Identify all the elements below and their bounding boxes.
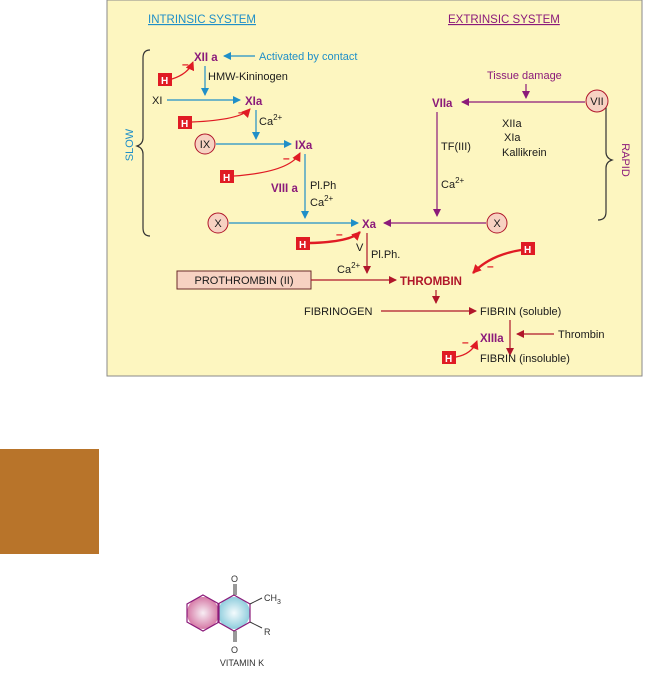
- calcium-label: Ca2+: [310, 194, 334, 209]
- vitamin-k-structure: [186, 584, 263, 642]
- slow-label: SLOW: [124, 128, 136, 161]
- factor-vii: VII: [590, 96, 603, 108]
- inhibitor-badge: [220, 170, 234, 183]
- calcium-label: Ca2+: [441, 176, 465, 191]
- fibrinogen: FIBRINOGEN: [304, 306, 373, 318]
- methyl-group: CH3: [264, 593, 281, 606]
- thrombin: THROMBIN: [400, 276, 462, 288]
- inhibitor-badge: [178, 116, 192, 129]
- factor-viia: VIIa: [432, 98, 453, 110]
- inhibitor-badge: [296, 237, 310, 250]
- activator-list-item: XIa: [504, 132, 521, 144]
- factor-xi: XI: [152, 95, 162, 107]
- inhibitor-minus: –: [182, 57, 189, 71]
- intrinsic-header: INTRINSIC SYSTEM: [148, 14, 256, 26]
- fibrin-insoluble: FIBRIN (insoluble): [480, 353, 570, 365]
- factor-ix-circle: [194, 133, 216, 155]
- vitamin-k-label: VITAMIN K: [220, 658, 264, 668]
- inhibitor-letter: H: [161, 76, 168, 87]
- side-color-block: [0, 449, 99, 554]
- inhibitor-minus: –: [462, 335, 469, 349]
- inhibitor-minus: –: [283, 151, 290, 165]
- inhibitor-letter: H: [181, 119, 188, 130]
- factor-xa: Xa: [362, 219, 377, 231]
- prothrombin: PROTHROMBIN (II): [195, 275, 294, 287]
- factor-xiia: XII a: [194, 52, 218, 64]
- factor-xia: XIa: [245, 96, 263, 108]
- inhibitor-minus: –: [238, 105, 245, 119]
- thrombin-activator: Thrombin: [558, 329, 604, 341]
- oxygen-bottom: O: [231, 645, 238, 655]
- inhibitor-badge: [158, 73, 172, 86]
- inhibitor-letter: H: [445, 354, 452, 365]
- factor-ix: IX: [200, 139, 211, 151]
- inhibitor-badge: [521, 242, 535, 255]
- inhibitor-minus: –: [336, 227, 343, 241]
- inhibitor-letter: H: [524, 245, 531, 256]
- rapid-label: RAPID: [619, 143, 631, 177]
- slow-brace: [135, 49, 151, 237]
- activator-list-item: XIIa: [502, 118, 522, 130]
- extrinsic-header: EXTRINSIC SYSTEM: [448, 14, 560, 26]
- factor-v: V: [356, 242, 364, 254]
- calcium-label: Ca2+: [259, 113, 283, 128]
- hmw-kininogen: HMW-Kininogen: [208, 71, 288, 83]
- inhibitor-badge: [442, 351, 456, 364]
- factor-vii-circle: [585, 89, 609, 113]
- factor-x-circle: [207, 212, 229, 234]
- factor-xiiia: XIIIa: [480, 333, 504, 345]
- activator-list-item: Kallikrein: [502, 147, 547, 159]
- oxygen-top: O: [231, 574, 238, 584]
- factor-ixa: IXa: [295, 140, 313, 152]
- platelet-phospholipid: Pl.Ph.: [371, 249, 400, 261]
- calcium-label: Ca2+: [337, 261, 361, 276]
- inhibitor-minus: –: [487, 259, 494, 273]
- inhibitor-letter: H: [223, 173, 230, 184]
- inhibitor-letter: H: [299, 240, 306, 251]
- factor-viiia: VIII a: [271, 183, 298, 195]
- factor-x: X: [493, 218, 501, 230]
- factor-x-circle: [486, 212, 508, 234]
- r-group: R: [264, 627, 271, 637]
- platelet-phospholipid: Pl.Ph: [310, 180, 336, 192]
- tissue-factor: TF(III): [441, 141, 471, 153]
- activated-by-contact: Activated by contact: [259, 51, 357, 63]
- factor-x: X: [214, 218, 222, 230]
- diagram-panel: [106, 0, 643, 377]
- fibrin-soluble: FIBRIN (soluble): [480, 306, 561, 318]
- tissue-damage: Tissue damage: [487, 70, 562, 82]
